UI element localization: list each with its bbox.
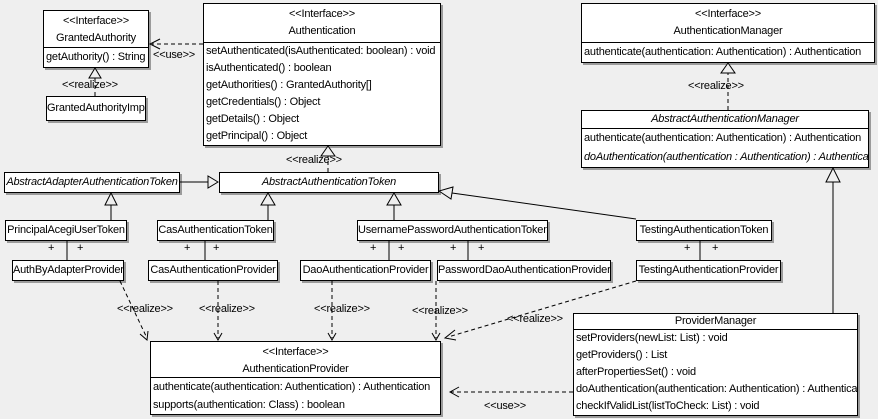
class-granted-authority-impl: GrantedAuthorityImpl — [46, 96, 146, 121]
class-name: CasAuthenticationProvider — [150, 264, 276, 276]
class-password-dao-authentication-provider: PasswordDaoAuthenticationProvider — [437, 260, 611, 281]
method-label: getPrincipal() : Object — [206, 130, 308, 142]
association-end-plus: + — [48, 242, 55, 254]
method-label: getAuthority() : String — [46, 51, 146, 63]
association-end-plus: + — [213, 242, 220, 254]
method-label: getDetails() : Object — [206, 113, 300, 125]
method-label: getProviders() : List — [576, 349, 668, 361]
generalization-testing-token — [451, 192, 637, 220]
method-label: getAuthorities() : GrantedAuthority[] — [206, 79, 372, 91]
realize-label: <<realize>> — [314, 303, 370, 315]
realize-label: <<realize>> — [286, 154, 342, 166]
method-label: authenticate(authentication: Authenticat… — [153, 381, 431, 393]
class-name: UsernamePasswordAuthenticationToken — [358, 224, 547, 236]
open-arrowhead-icon — [448, 386, 460, 398]
association-end-plus: + — [398, 242, 405, 254]
association-end-plus: + — [478, 242, 485, 254]
class-auth-by-adapter-provider: AuthByAdapterProvider — [12, 260, 124, 281]
realize-label: <<realize>> — [412, 305, 468, 317]
method-label: authenticate(authentication: Authenticat… — [584, 132, 862, 144]
class-name: Authentication — [288, 25, 356, 37]
class-authentication-manager: <<Interface>> AuthenticationManager auth… — [581, 3, 875, 63]
class-name: PasswordDaoAuthenticationProvider — [438, 264, 610, 276]
open-arrowhead-icon — [327, 332, 337, 342]
hollow-triangle-icon — [825, 166, 841, 183]
class-name: PrincipalAcegiUserToken — [7, 224, 125, 236]
stereotype-label: <<Interface>> — [63, 15, 129, 27]
class-name: AbstractAuthenticationToken — [261, 176, 397, 188]
class-cas-authentication-token: CasAuthenticationToken — [157, 220, 274, 241]
open-arrowhead-icon — [148, 38, 161, 50]
method-label: afterPropertiesSet() : void — [576, 366, 696, 378]
class-name: CasAuthenticationToken — [158, 224, 273, 236]
class-authentication: <<Interface>> Authentication setAuthenti… — [203, 3, 441, 146]
class-cas-authentication-provider: CasAuthenticationProvider — [148, 260, 278, 281]
method-label: setAuthenticated(isAuthenticated: boolea… — [206, 45, 436, 57]
open-arrowhead-icon — [443, 329, 457, 341]
class-provider-manager: ProviderManager setProviders(newList: Li… — [573, 313, 858, 416]
open-arrowhead-icon — [431, 332, 441, 342]
class-name: AbstractAdapterAuthenticationToken — [6, 176, 178, 188]
hollow-triangle-icon — [260, 192, 276, 206]
class-name: TestingAuthenticationProvider — [638, 264, 779, 276]
realize-label: <<realize>> — [688, 80, 744, 92]
method-label: checkIfValidList(listToCheck: List) : vo… — [576, 400, 760, 412]
class-dao-authentication-provider: DaoAuthenticationProvider — [300, 260, 431, 281]
association-end-plus: + — [184, 242, 191, 254]
hollow-triangle-icon — [720, 62, 736, 74]
open-arrowhead-icon — [139, 330, 149, 341]
method-label: setProviders(newList: List) : void — [576, 332, 728, 344]
method-label: doAuthentication(authentication: Authent… — [576, 383, 857, 395]
class-testing-authentication-provider: TestingAuthenticationProvider — [636, 260, 781, 281]
class-name: AbstractAuthenticationManager — [651, 113, 799, 125]
hollow-triangle-icon — [88, 67, 102, 79]
class-abstract-authentication-manager: AbstractAuthenticationManager authentica… — [581, 110, 869, 168]
association-end-plus: + — [77, 242, 84, 254]
use-label: <<use>> — [484, 400, 527, 412]
class-name: ProviderManager — [674, 315, 757, 327]
hollow-triangle-icon — [104, 191, 118, 206]
method-label: doAuthentication(authentication : Authen… — [584, 151, 868, 163]
realize-label: <<realize>> — [62, 79, 118, 91]
class-testing-authentication-token: TestingAuthenticationToken — [636, 220, 772, 241]
method-label: authenticate(authentication: Authenticat… — [584, 46, 862, 58]
realize-label: <<realize>> — [117, 303, 173, 315]
use-label: <<use>> — [153, 49, 196, 61]
stereotype-label: <<Interface>> — [289, 8, 355, 20]
class-name: AuthByAdapterProvider — [13, 264, 123, 276]
class-abstract-adapter-authentication-token: AbstractAdapterAuthenticationToken — [4, 172, 180, 193]
hollow-triangle-icon — [437, 186, 454, 200]
hollow-triangle-icon — [386, 192, 402, 206]
class-name: AuthenticationManager — [673, 25, 783, 37]
association-end-plus: + — [684, 242, 691, 254]
class-name: AuthenticationProvider — [242, 363, 349, 375]
class-authentication-provider: <<Interface>> AuthenticationProvider aut… — [150, 341, 441, 415]
association-end-plus: + — [370, 242, 377, 254]
association-end-plus: + — [712, 242, 719, 254]
open-arrowhead-icon — [213, 332, 223, 342]
stereotype-label: <<Interface>> — [695, 8, 761, 20]
method-label: isAuthenticated() : boolean — [206, 62, 332, 74]
method-label: getCredentials() : Object — [206, 96, 321, 108]
class-principal-acegi-user-token: PrincipalAcegiUserToken — [5, 220, 127, 241]
class-name: GrantedAuthorityImpl — [47, 102, 145, 114]
method-label: supports(authentication: Class) : boolea… — [153, 399, 345, 411]
realize-label: <<realize>> — [199, 303, 255, 315]
association-end-plus: + — [450, 242, 457, 254]
hollow-triangle-icon — [207, 175, 219, 189]
class-abstract-authentication-token: AbstractAuthenticationToken — [219, 172, 439, 193]
realize-label: <<realize>> — [507, 313, 563, 325]
class-name: TestingAuthenticationToken — [639, 224, 769, 236]
class-name: DaoAuthenticationProvider — [302, 264, 429, 276]
class-name: GrantedAuthority — [56, 32, 136, 44]
class-username-password-authentication-token: UsernamePasswordAuthenticationToken — [357, 220, 548, 241]
stereotype-label: <<Interface>> — [262, 346, 329, 358]
class-granted-authority: <<Interface>> GrantedAuthority getAuthor… — [43, 10, 149, 68]
